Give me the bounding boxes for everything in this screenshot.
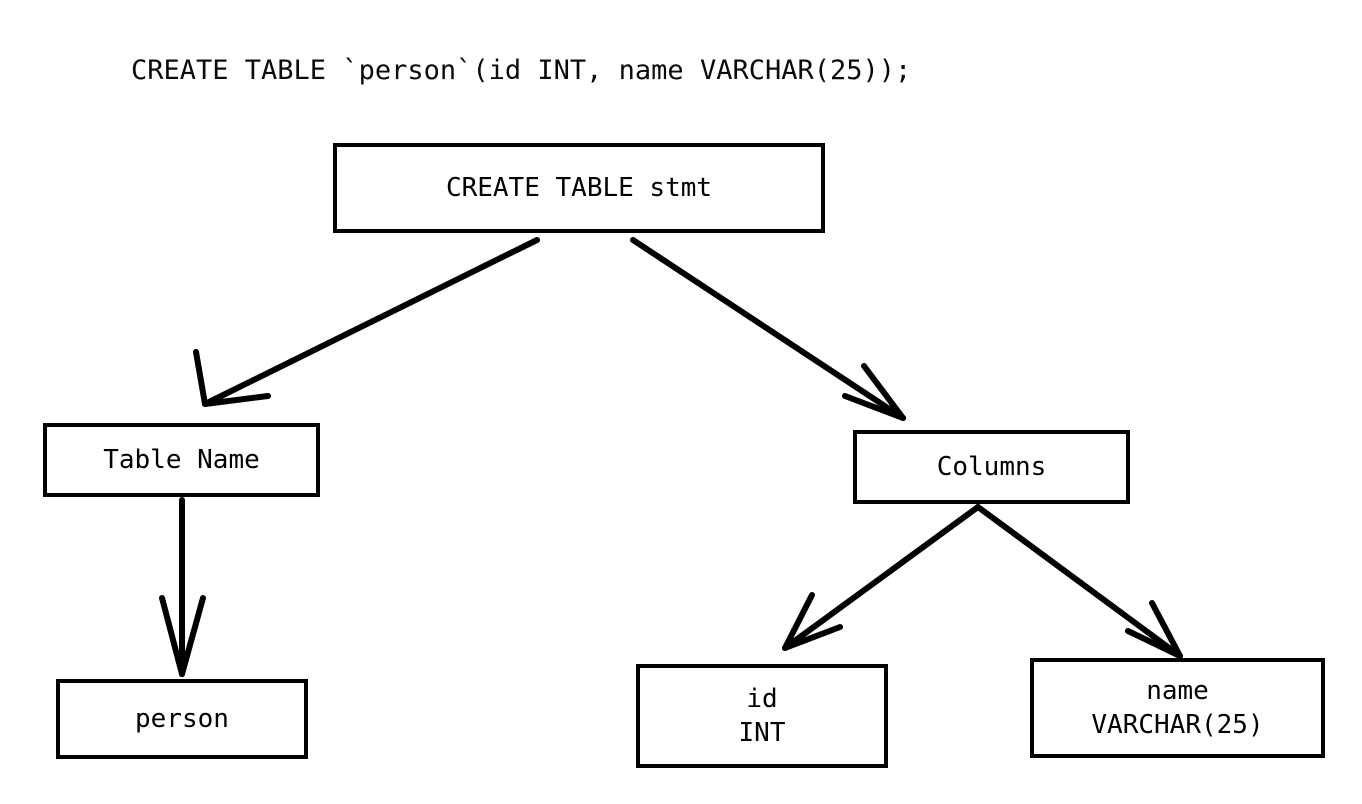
edge-columns-to-column-id xyxy=(782,504,981,651)
column-name-label: id xyxy=(746,684,778,714)
edge-root-to-columns xyxy=(630,237,906,421)
node-label: Table Name xyxy=(103,445,260,475)
sql-statement-caption: CREATE TABLE `person`(id INT, name VARCH… xyxy=(131,55,912,86)
edge-root-to-table-name xyxy=(193,237,540,407)
edge-table-name-to-person xyxy=(159,497,206,677)
node-person[interactable]: person xyxy=(56,679,308,759)
node-create-table-stmt[interactable]: CREATE TABLE stmt xyxy=(333,143,825,233)
node-column-name[interactable]: name VARCHAR(25) xyxy=(1030,658,1325,758)
node-table-name[interactable]: Table Name xyxy=(43,423,320,497)
column-name-label: name xyxy=(1146,676,1209,706)
node-label: CREATE TABLE stmt xyxy=(445,173,713,203)
column-type-label: VARCHAR(25) xyxy=(1091,710,1264,740)
node-column-id[interactable]: id INT xyxy=(636,664,888,768)
node-label: Columns xyxy=(936,452,1047,482)
node-columns[interactable]: Columns xyxy=(853,430,1130,504)
column-type-label: INT xyxy=(738,718,786,748)
edge-columns-to-column-name xyxy=(975,504,1183,659)
node-label: person xyxy=(135,704,229,734)
